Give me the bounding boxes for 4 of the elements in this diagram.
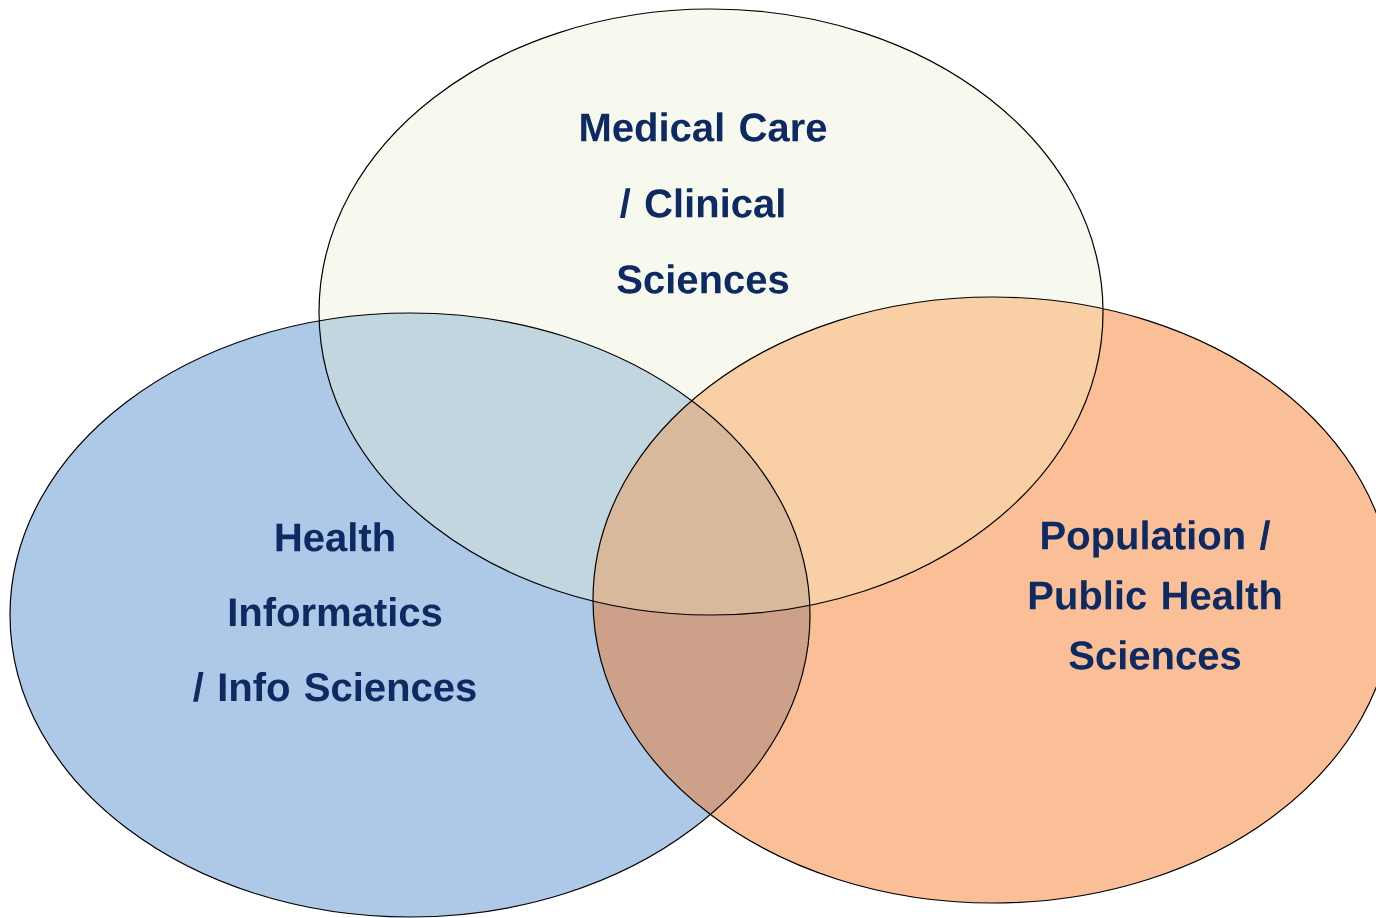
ellipse-label: Population / Public Health Sciences [1029, 520, 1281, 670]
ellipse [9, 312, 811, 918]
ellipse-label: Health Informatics / Info Sciences [193, 522, 476, 702]
ellipse-label: Medical Care / Clinical Sciences [581, 112, 827, 294]
